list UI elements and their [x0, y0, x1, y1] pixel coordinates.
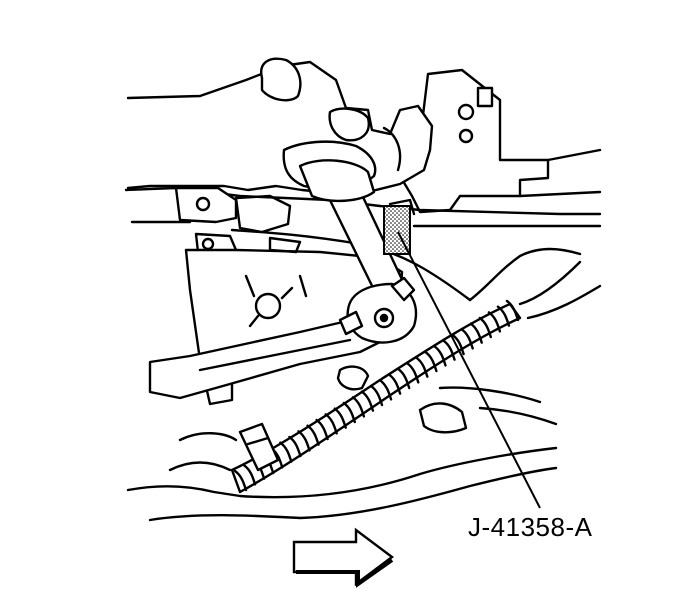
lower-arm — [148, 314, 386, 400]
ratchet-head — [338, 276, 418, 344]
harness-rib — [415, 356, 429, 378]
harness-rib — [360, 390, 375, 412]
harness-rib — [279, 441, 293, 463]
harness-clip — [238, 422, 280, 472]
harness-rib — [460, 328, 474, 350]
harness-rib — [378, 379, 393, 401]
wiring-harness — [230, 247, 602, 494]
harness-rib — [424, 350, 438, 373]
harness-rib — [496, 305, 511, 327]
harness-rib — [387, 373, 402, 395]
crossmember — [126, 386, 558, 522]
harness-rib — [469, 322, 483, 344]
harness-rib — [478, 316, 492, 339]
harness-rib — [306, 424, 320, 446]
harness-rib — [288, 435, 302, 458]
harness-rib — [397, 367, 411, 390]
harness-rib — [369, 384, 384, 407]
harness-rib — [324, 413, 338, 435]
tool-extension — [298, 159, 408, 304]
harness-rib — [451, 333, 465, 356]
harness-rib — [333, 407, 347, 429]
callout-label: J-41358-A — [468, 512, 593, 542]
arrow-right-icon — [292, 527, 394, 588]
harness-rib — [315, 418, 329, 441]
callout-leader-line — [397, 231, 541, 509]
harness-rib — [342, 401, 356, 424]
harness-rib — [433, 345, 447, 367]
harness-rib — [505, 299, 520, 322]
harness-rib — [242, 464, 257, 486]
harness-rib — [406, 362, 420, 384]
harness-rib — [442, 339, 456, 361]
harness-rib — [487, 311, 502, 333]
harness-rib — [297, 430, 311, 452]
harness-rib — [233, 469, 248, 492]
hand — [126, 57, 434, 234]
harness-rib — [351, 396, 366, 418]
